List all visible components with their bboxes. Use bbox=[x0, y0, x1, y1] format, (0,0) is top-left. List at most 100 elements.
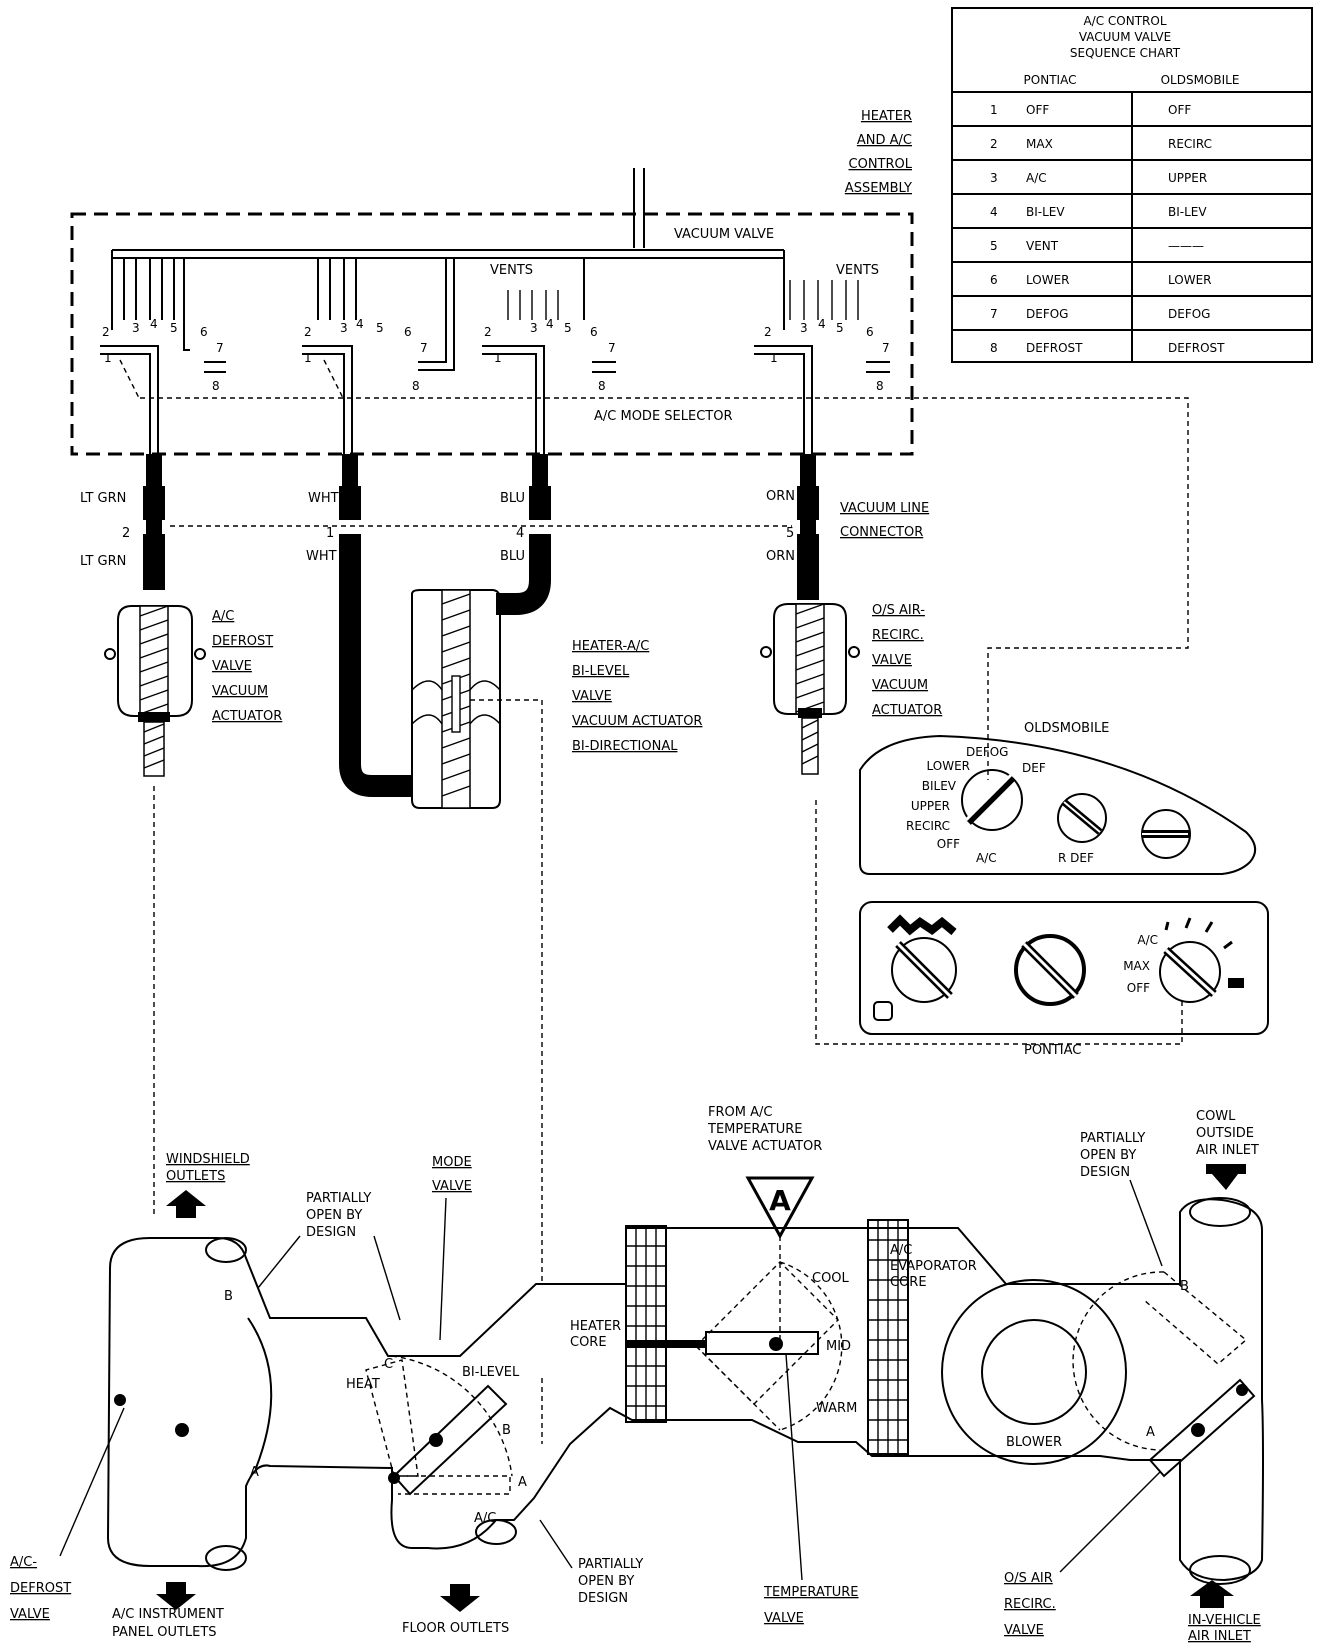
olds-upper: UPPER bbox=[911, 799, 950, 813]
olds-mode-knob[interactable] bbox=[961, 769, 1023, 831]
chart-row: 8 DEFROST DEFROST bbox=[990, 341, 1225, 355]
bilevel-actuator: HEATER-A/C BI-LEVEL VALVE VACUUM ACTUATO… bbox=[411, 589, 702, 809]
chart-title-2: VACUUM VALVE bbox=[1079, 30, 1171, 44]
bilevel-label-5: BI-DIRECTIONAL bbox=[572, 739, 678, 754]
letter-a-left: A bbox=[250, 1465, 259, 1480]
chart-header-olds: OLDSMOBILE bbox=[1161, 73, 1240, 87]
chart-row-olds: DEFOG bbox=[1168, 307, 1210, 321]
mid-label: MID bbox=[826, 1339, 851, 1354]
chart-row-num: 7 bbox=[990, 307, 998, 321]
defrost-valve-3: VALVE bbox=[10, 1607, 50, 1622]
recirc-label-3: VALVE bbox=[872, 653, 912, 668]
blu-top-label: BLU bbox=[500, 491, 525, 506]
bilevel-label-4: VACUUM ACTUATOR bbox=[572, 714, 702, 729]
assembly-label-2: AND A/C bbox=[857, 133, 912, 148]
lt-grn-num: 2 bbox=[122, 526, 130, 541]
port-cluster-1: 2 3 4 5 6 7 8 1 bbox=[100, 317, 226, 474]
port-8: 8 bbox=[598, 379, 606, 393]
letter-b-left: B bbox=[224, 1289, 233, 1304]
letter-b-right: B bbox=[1180, 1279, 1189, 1294]
defrost-act-label-3: VALVE bbox=[212, 659, 252, 674]
olds-defog: DEFOG bbox=[966, 745, 1008, 759]
chart-row: 6 LOWER LOWER bbox=[990, 273, 1212, 287]
in-vehicle-arrow-icon bbox=[1190, 1580, 1234, 1608]
pontiac-fan-knob[interactable] bbox=[891, 937, 957, 1003]
defrost-act-label-4: VACUUM bbox=[212, 684, 268, 699]
recirc-linkage bbox=[815, 800, 1183, 1045]
blu-num: 4 bbox=[516, 526, 524, 541]
olds-recirc: RECIRC bbox=[906, 819, 950, 833]
chart-row: 3 A/C UPPER bbox=[990, 171, 1207, 185]
orn-num: 5 bbox=[786, 526, 794, 541]
evap-3: CORE bbox=[890, 1275, 927, 1290]
chart-row-pontiac: DEFOG bbox=[1026, 307, 1068, 321]
partial-3-1: PARTIALLY bbox=[1080, 1131, 1145, 1146]
assembly-label-3: CONTROL bbox=[849, 157, 913, 172]
chart-row: 5 VENT ——— bbox=[990, 239, 1204, 253]
port-2: 2 bbox=[102, 325, 110, 339]
sequence-chart: A/C CONTROL VACUUM VALVE SEQUENCE CHART … bbox=[951, 7, 1313, 363]
olds-fan-knob[interactable] bbox=[1141, 809, 1191, 859]
recirc-label-1: O/S AIR- bbox=[872, 603, 925, 618]
temp-actuator-triangle bbox=[745, 1176, 815, 1240]
control-assembly-box bbox=[70, 212, 914, 456]
temp-valve-1: TEMPERATURE bbox=[763, 1585, 859, 1600]
port-6: 6 bbox=[590, 325, 598, 339]
defrost-valve-2: DEFROST bbox=[10, 1581, 71, 1596]
port-1: 1 bbox=[104, 351, 112, 365]
vacuum-source-lines: VACUUM VALVE VENTS VENTS bbox=[111, 168, 879, 371]
evap-1: A/C bbox=[890, 1243, 912, 1258]
chart-row: 2 MAX RECIRC bbox=[990, 137, 1212, 151]
recirc-label-2: RECIRC. bbox=[872, 628, 924, 643]
pontiac-title: PONTIAC bbox=[1024, 1043, 1081, 1058]
pontiac-temp-knob[interactable] bbox=[1014, 934, 1086, 1006]
vents-left-label: VENTS bbox=[490, 263, 533, 278]
chart-row-pontiac: MAX bbox=[1026, 137, 1053, 151]
triangle-letter: A bbox=[769, 1184, 791, 1217]
chart-row: 1 OFF OFF bbox=[990, 103, 1191, 117]
from-act-2: TEMPERATURE bbox=[707, 1122, 803, 1137]
floor-outlets: FLOOR OUTLETS bbox=[402, 1621, 509, 1636]
chart-row-num: 3 bbox=[990, 171, 998, 185]
chart-row-olds: BI-LEV bbox=[1168, 205, 1207, 219]
port-8: 8 bbox=[212, 379, 220, 393]
port-4: 4 bbox=[818, 317, 826, 331]
assembly-label-1: HEATER bbox=[861, 109, 912, 124]
airflow-section: WINDSHIELD OUTLETS PARTIALLY OPEN BY DES… bbox=[10, 1105, 1264, 1644]
port-7: 7 bbox=[608, 341, 616, 355]
partial-1-2: OPEN BY bbox=[306, 1208, 362, 1223]
wht-top-label: WHT bbox=[308, 491, 339, 506]
cowl-2: OUTSIDE bbox=[1196, 1126, 1254, 1141]
letter-c: C bbox=[384, 1357, 393, 1372]
connector-label-2: CONNECTOR bbox=[840, 525, 923, 540]
recirc-actuator: O/S AIR- RECIRC. VALVE VACUUM ACTUATOR bbox=[760, 603, 942, 775]
chart-row-pontiac: A/C bbox=[1026, 171, 1047, 185]
defrost-act-label-2: DEFROST bbox=[212, 634, 273, 649]
mode-selector-linkage bbox=[140, 397, 1189, 780]
partial-1-3: DESIGN bbox=[306, 1225, 356, 1240]
mode-valve-label-1: MODE bbox=[432, 1155, 472, 1170]
olds-rdef-knob[interactable] bbox=[1057, 793, 1107, 843]
port-4: 4 bbox=[546, 317, 554, 331]
olds-lower: LOWER bbox=[927, 759, 971, 773]
port-1: 1 bbox=[304, 351, 312, 365]
chart-row-olds: RECIRC bbox=[1168, 137, 1212, 151]
pontiac-button-icon[interactable] bbox=[873, 1001, 893, 1021]
duct-outline bbox=[106, 1198, 1264, 1582]
port-4: 4 bbox=[150, 317, 158, 331]
letter-b-mode: B bbox=[502, 1423, 511, 1438]
pontiac-mode-knob[interactable] bbox=[1159, 917, 1244, 1003]
port-8: 8 bbox=[876, 379, 884, 393]
hose-lt-grn: LT GRN 2 LT GRN bbox=[80, 454, 165, 590]
partial-2-1: PARTIALLY bbox=[578, 1557, 643, 1572]
port-2: 2 bbox=[764, 325, 772, 339]
olds-def: DEF bbox=[1022, 761, 1046, 775]
port-5: 5 bbox=[170, 321, 178, 335]
chart-row-olds: ——— bbox=[1168, 239, 1204, 253]
windshield-label-1: WINDSHIELD bbox=[166, 1152, 250, 1167]
instrument-2: PANEL OUTLETS bbox=[112, 1625, 217, 1640]
ac-flow-label: A/C bbox=[474, 1511, 496, 1526]
vents-right-label: VENTS bbox=[836, 263, 879, 278]
port-7: 7 bbox=[882, 341, 890, 355]
olds-rdef-label: R DEF bbox=[1058, 851, 1094, 865]
